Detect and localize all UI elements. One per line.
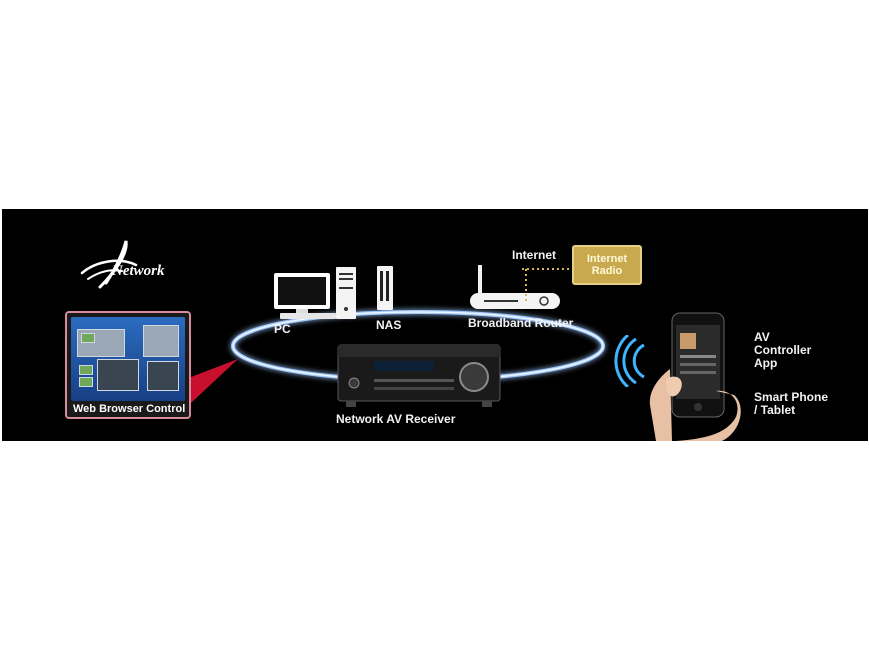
browser-screenshot — [71, 317, 185, 401]
router-label: Broadband Router — [468, 316, 574, 330]
av-receiver-icon — [337, 344, 501, 407]
web-browser-control-label: Web Browser Control — [73, 403, 186, 415]
network-diagram: Network Web Browser Control PC NAS — [2, 209, 868, 441]
app-label: AV Controller App — [754, 330, 812, 370]
internet-label: Internet — [512, 248, 557, 262]
pc-icon — [274, 267, 356, 319]
internet-radio-box: Internet Radio — [572, 245, 642, 285]
network-logo-icon — [80, 240, 138, 289]
internet-link-dots — [522, 268, 570, 301]
wireless-waves-icon — [614, 335, 645, 387]
web-browser-control-panel: Web Browser Control — [65, 311, 191, 419]
nas-icon — [377, 266, 393, 310]
web-link-connector — [191, 359, 238, 403]
router-icon — [470, 265, 560, 309]
network-logo-text: Network — [112, 263, 165, 279]
receiver-label: Network AV Receiver — [336, 412, 456, 426]
device-label: Smart Phone / Tablet — [754, 390, 829, 417]
nas-label: NAS — [376, 318, 402, 332]
pc-label: PC — [274, 322, 291, 336]
smartphone-hand-icon — [649, 312, 741, 441]
